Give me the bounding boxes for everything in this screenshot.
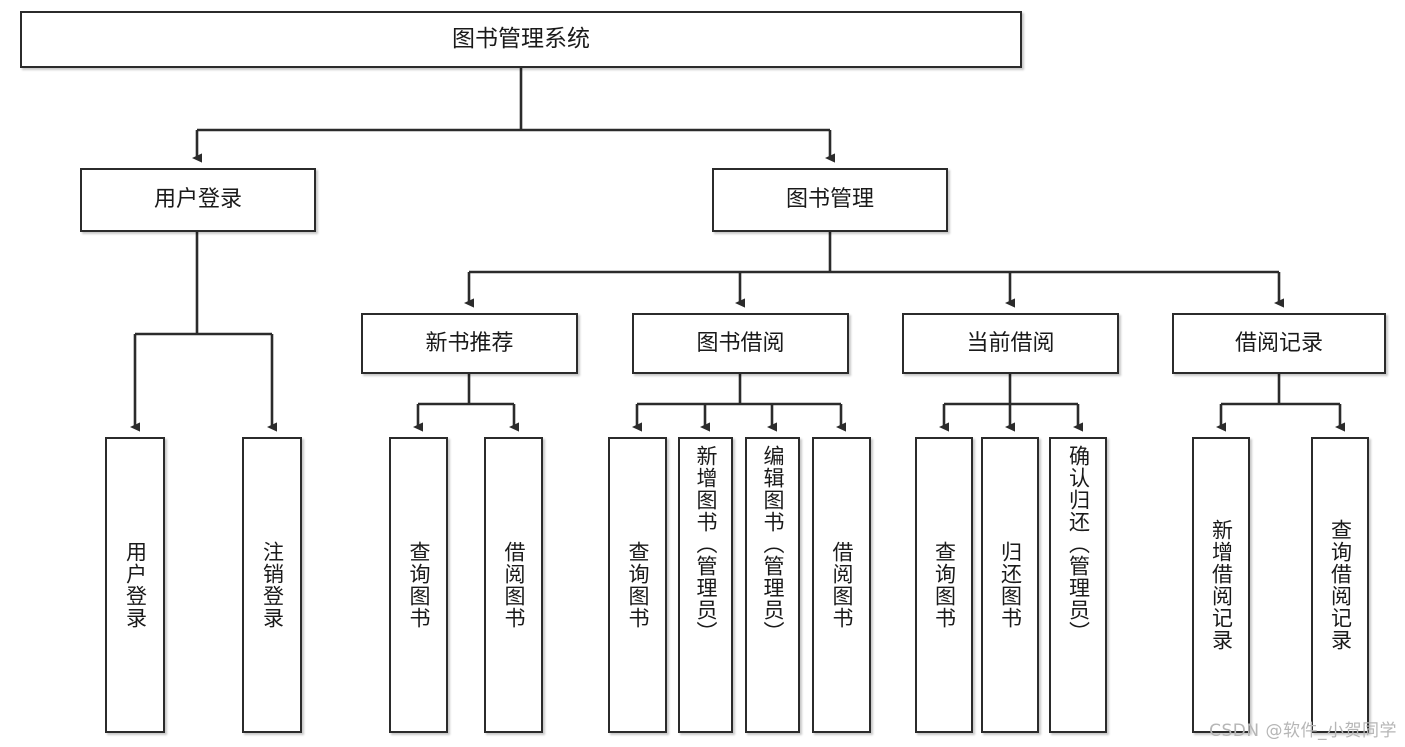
leaf-book-borrow-borrow[interactable]: 借阅图书	[812, 437, 871, 733]
node-label: 借阅图书	[502, 541, 526, 629]
node-label: 归还图书	[998, 541, 1023, 629]
node-label: 查询图书	[626, 541, 650, 629]
node-label: 注销登录	[260, 541, 285, 629]
leaf-borrow-record-add[interactable]: 新增借阅记录	[1192, 437, 1250, 733]
node-label: 用户登录	[123, 541, 148, 629]
node-label: 图书管理系统	[452, 25, 590, 52]
edge-group-new-book	[413, 374, 519, 432]
node-book-management-system[interactable]: 图书管理系统	[20, 11, 1022, 68]
edge-group-borrow-record	[1216, 374, 1345, 432]
edge-group-book-borrow	[632, 374, 846, 432]
node-label: 查询图书	[407, 541, 431, 629]
node-label: 新书推荐	[425, 330, 514, 356]
edge-group-user-login	[130, 232, 277, 432]
edge-group-root	[192, 68, 835, 163]
leaf-current-borrow-query[interactable]: 查询图书	[915, 437, 973, 733]
leaf-user-login-signout[interactable]: 注销登录	[242, 437, 302, 733]
node-label: 图书管理	[785, 187, 874, 213]
node-book-management[interactable]: 图书管理	[712, 168, 948, 232]
leaf-new-book-borrow[interactable]: 借阅图书	[484, 437, 543, 733]
leaf-user-login-signin[interactable]: 用户登录	[105, 437, 165, 733]
node-new-book-recommend[interactable]: 新书推荐	[361, 313, 578, 374]
node-label: 用户登录	[153, 187, 242, 213]
node-label: 编辑图书（管理员）	[761, 445, 785, 643]
leaf-borrow-record-query[interactable]: 查询借阅记录	[1311, 437, 1369, 733]
edge-group-book-manage	[464, 232, 1284, 308]
node-label: 查询图书	[932, 541, 957, 629]
leaf-book-borrow-query[interactable]: 查询图书	[608, 437, 667, 733]
leaf-book-borrow-edit[interactable]: 编辑图书（管理员）	[745, 437, 800, 733]
node-current-borrow[interactable]: 当前借阅	[902, 313, 1119, 374]
leaf-current-borrow-confirm[interactable]: 确认归还（管理员）	[1049, 437, 1107, 733]
leaf-book-borrow-add[interactable]: 新增图书（管理员）	[678, 437, 733, 733]
leaf-new-book-query[interactable]: 查询图书	[389, 437, 448, 733]
node-label: 借阅记录	[1234, 330, 1323, 356]
node-label: 查询借阅记录	[1328, 519, 1353, 651]
node-label: 新增借阅记录	[1209, 519, 1234, 651]
edge-group-current-borrow	[939, 374, 1083, 432]
node-book-borrow[interactable]: 图书借阅	[632, 313, 849, 374]
leaf-current-borrow-return[interactable]: 归还图书	[981, 437, 1039, 733]
node-user-login[interactable]: 用户登录	[80, 168, 316, 232]
node-label: 确认归还（管理员）	[1066, 445, 1091, 643]
node-borrow-record[interactable]: 借阅记录	[1172, 313, 1386, 374]
node-label: 当前借阅	[966, 330, 1055, 356]
node-label: 借阅图书	[830, 541, 854, 629]
node-label: 图书借阅	[696, 330, 785, 356]
node-label: 新增图书（管理员）	[694, 445, 718, 643]
